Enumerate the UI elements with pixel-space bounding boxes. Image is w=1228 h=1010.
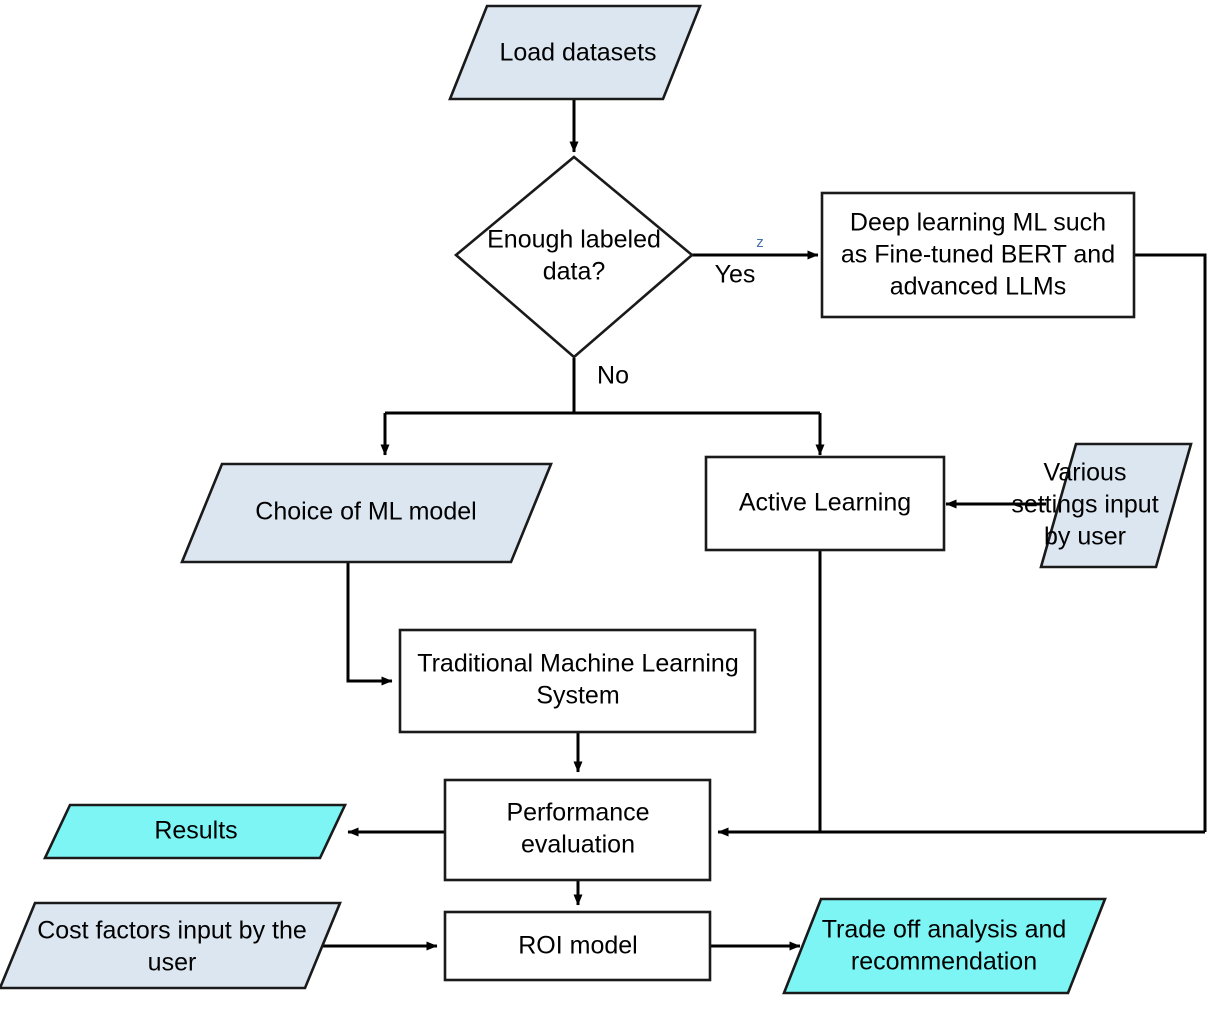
performance-evaluation-label-line2: evaluation (521, 831, 635, 859)
deep-learning-label-line1: Deep learning ML such (850, 209, 1106, 237)
node-deep-learning[interactable]: Deep learning ML such as Fine-tuned BERT… (820, 191, 1136, 319)
deep-learning-label-line2: as Fine-tuned BERT and (841, 241, 1115, 269)
node-roi-model[interactable]: ROI model (443, 910, 712, 982)
traditional-ml-system-label-line2: System (536, 682, 619, 710)
node-cost-factors[interactable]: Cost factors input by the user (0, 901, 342, 990)
node-choice-of-ml-model[interactable]: Choice of ML model (180, 462, 553, 564)
enough-labeled-data-label-line2: data? (543, 258, 606, 286)
edge-choice-to-traditional-ml (346, 563, 393, 686)
edge-label-no: No (597, 362, 629, 390)
various-settings-label-line2: settings input (1011, 491, 1158, 519)
node-performance-evaluation[interactable]: Performance evaluation (443, 778, 712, 882)
edge-deep-learning-right-rail (1134, 253, 1207, 832)
deep-learning-shape (820, 191, 1136, 319)
node-traditional-ml-system[interactable]: Traditional Machine Learning System (398, 628, 757, 734)
choice-of-ml-model-label: Choice of ML model (255, 498, 476, 526)
trade-off-analysis-label-line1: Trade off analysis and (822, 916, 1067, 944)
various-settings-label-line3: by user (1044, 523, 1126, 551)
cost-factors-label-line2: user (148, 949, 197, 977)
node-load-datasets[interactable]: Load datasets (448, 4, 702, 101)
active-learning-label: Active Learning (739, 489, 911, 517)
traditional-ml-system-label-line1: Traditional Machine Learning (417, 650, 738, 678)
performance-evaluation-label-line1: Performance (506, 799, 649, 827)
cost-factors-label-line1: Cost factors input by the (37, 917, 307, 945)
results-label: Results (154, 817, 237, 845)
choice-of-ml-model-shape (180, 462, 553, 564)
node-enough-labeled-data[interactable]: Enough labeled data? (453, 155, 695, 359)
various-settings-label-line1: Various (1044, 459, 1127, 487)
enough-labeled-data-shape (453, 155, 695, 359)
node-trade-off-analysis[interactable]: Trade off analysis and recommendation (782, 897, 1107, 995)
node-active-learning[interactable]: Active Learning (704, 455, 946, 552)
node-results[interactable]: Results (42, 803, 348, 860)
deep-learning-label-line3: advanced LLMs (890, 273, 1067, 301)
edge-label-yes: Yes (715, 261, 756, 289)
roi-model-label: ROI model (518, 932, 637, 960)
enough-labeled-data-label-line1: Enough labeled (487, 226, 661, 254)
node-various-settings[interactable]: Various settings input by user (1011, 442, 1193, 569)
performance-evaluation-shape (443, 778, 712, 882)
various-settings-shape (1039, 442, 1193, 569)
z-marker-icon: z (756, 234, 764, 251)
active-learning-shape (704, 455, 946, 552)
load-datasets-shape (448, 4, 702, 101)
trade-off-analysis-label-line2: recommendation (851, 948, 1037, 976)
roi-model-shape (443, 910, 712, 982)
trade-off-analysis-shape (782, 897, 1107, 995)
traditional-ml-system-shape (398, 628, 757, 734)
connector-layer (305, 100, 1207, 951)
load-datasets-label: Load datasets (499, 39, 656, 67)
cost-factors-shape (0, 901, 342, 990)
results-shape (42, 803, 348, 860)
